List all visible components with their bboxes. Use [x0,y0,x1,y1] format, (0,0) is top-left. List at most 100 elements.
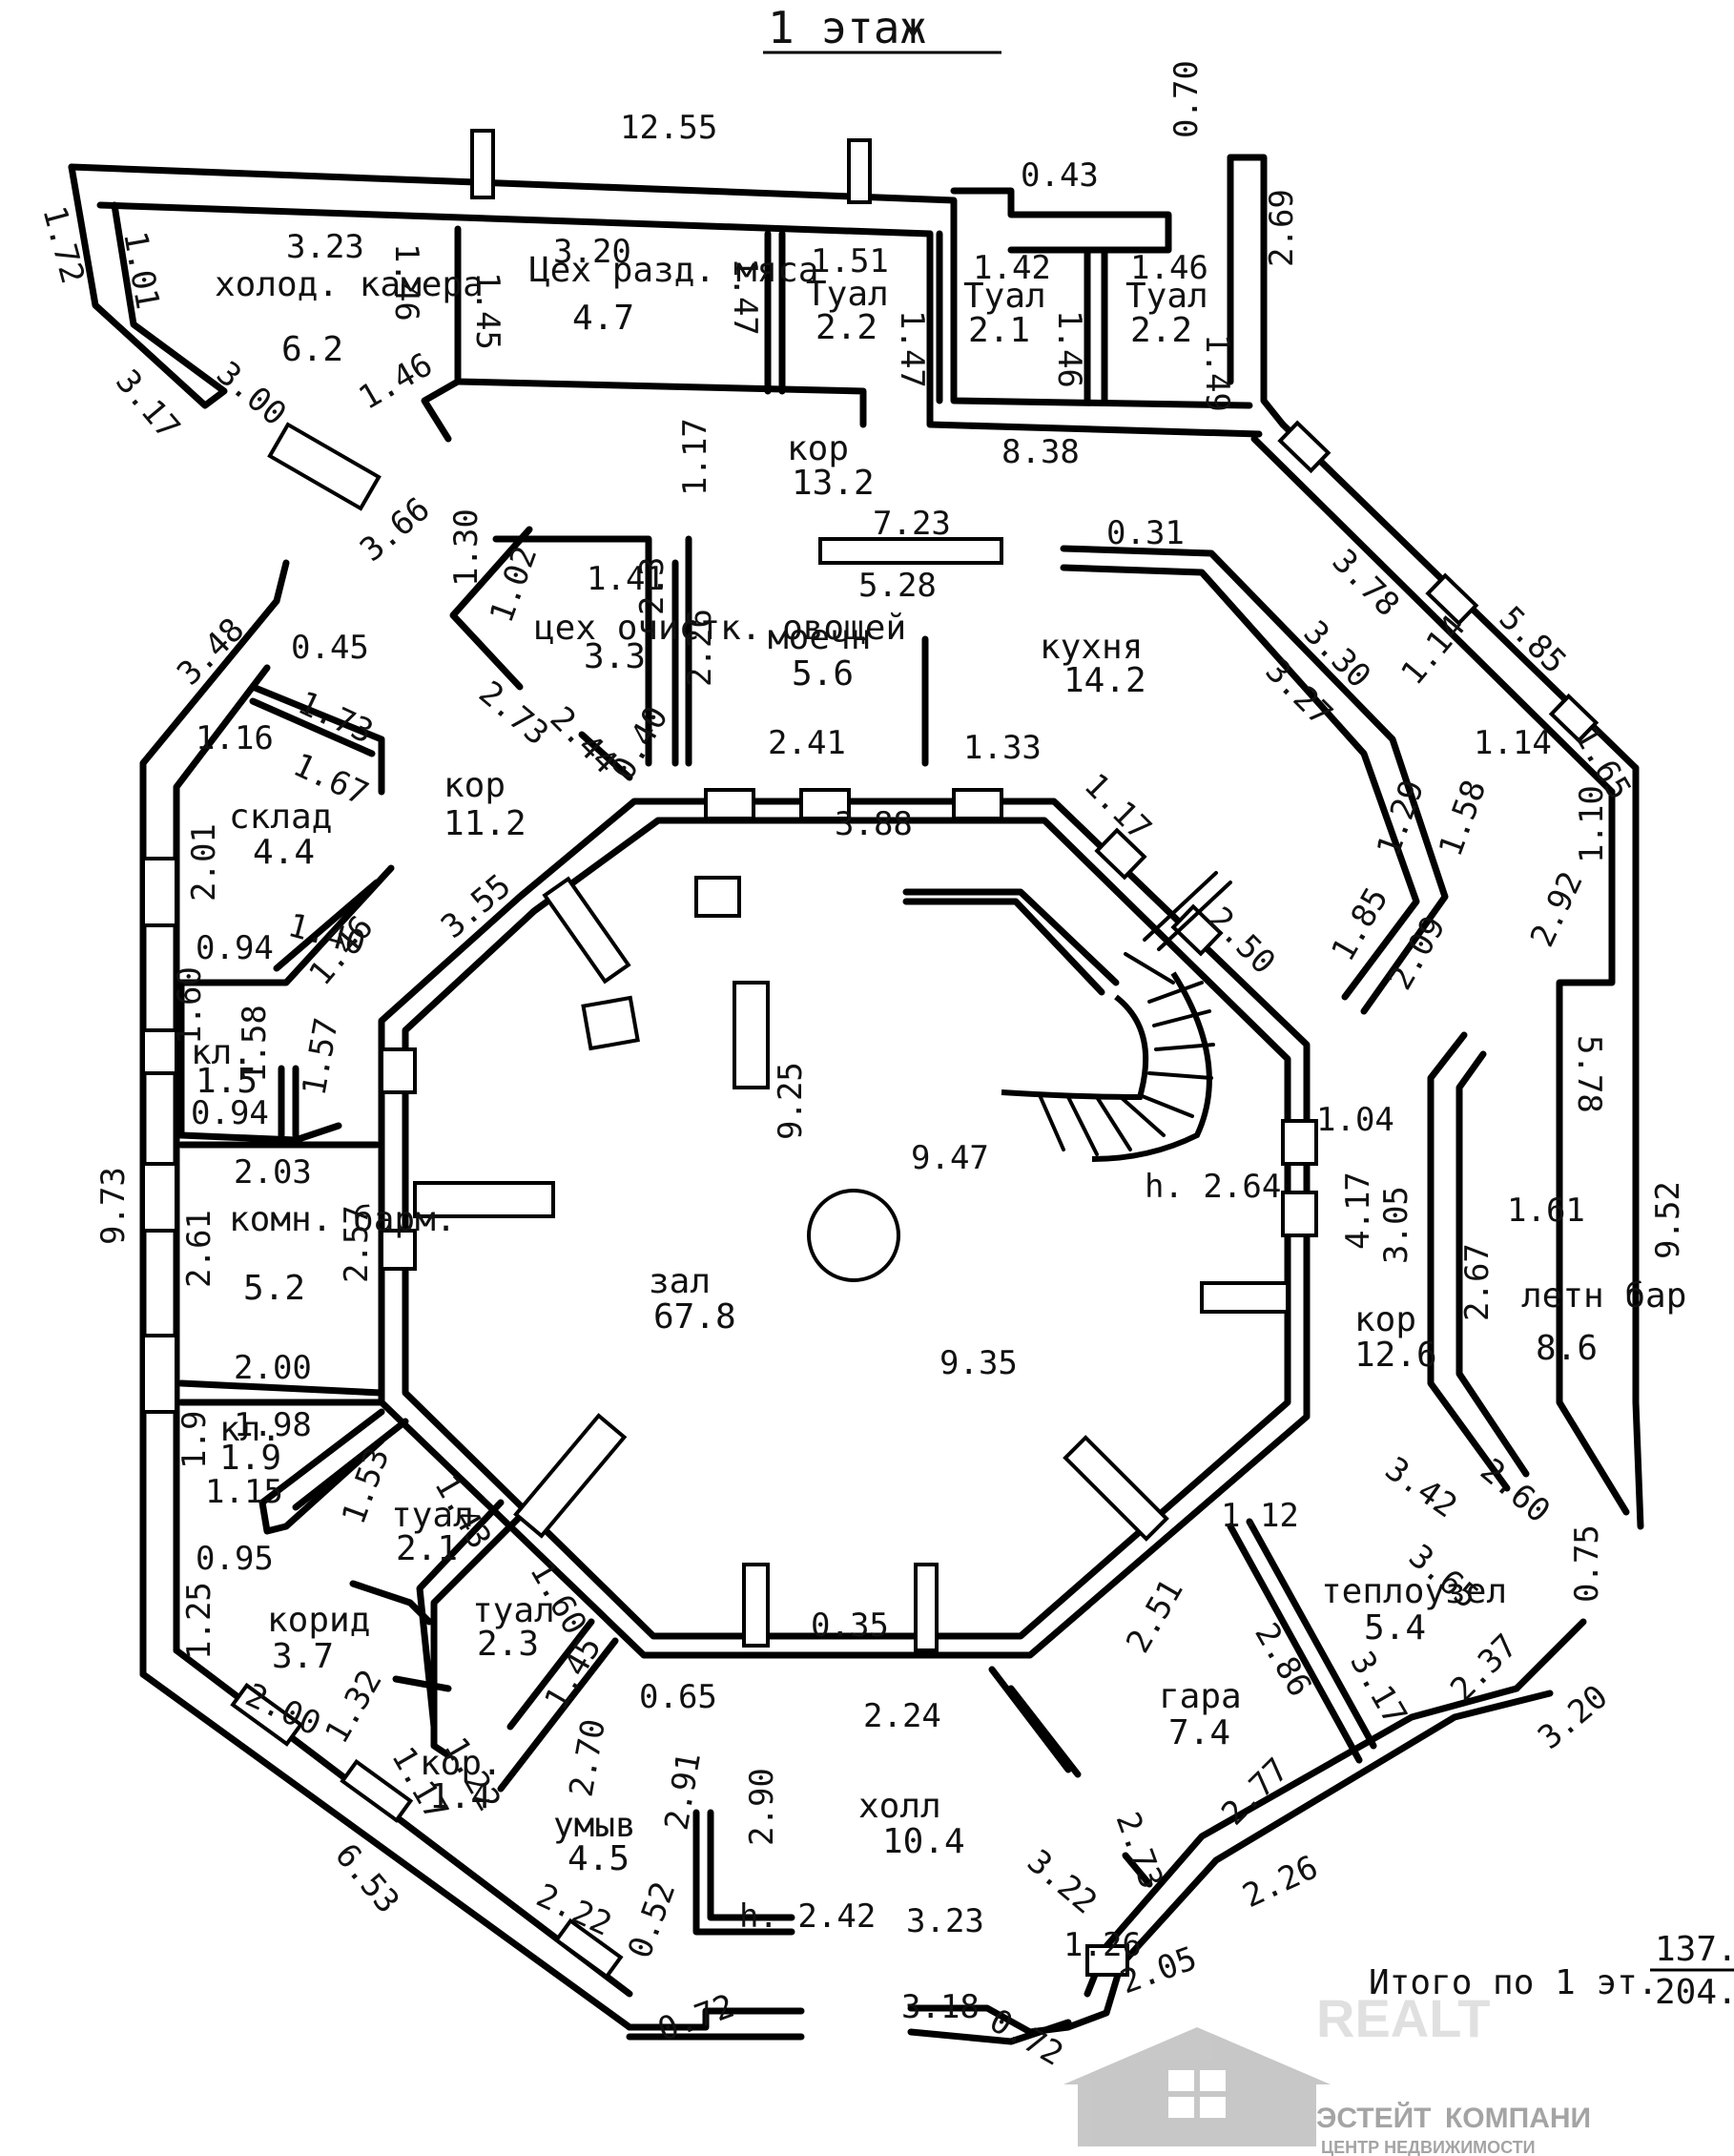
dim: 9.73 [94,1167,133,1245]
dim: 1.60 [171,966,209,1045]
dim: 1.10 [1573,785,1611,863]
total-denominator: 204. [1655,1973,1734,2012]
dim: 1.41 [587,560,665,598]
room-name-cold-chamber: холод. камера [215,265,484,304]
room-name-storage: склад [229,798,332,837]
dim: 2.03 [234,1153,312,1192]
room-area-meat-shop: 4.7 [572,299,634,338]
dim: 3.23 [906,1902,984,1940]
main-hall-walls [378,788,1318,1659]
dim: 5.28 [858,567,937,605]
room-name-corridor-1: кор [787,429,849,468]
dim: 0.70 [1167,60,1206,138]
total-numerator: 137. [1655,1930,1734,1969]
room-name-wc-4: туал [391,1496,474,1535]
dim: 9.52 [1649,1181,1687,1259]
room-name-closet-1: кл. [191,1033,253,1072]
dim: 1.25 [180,1582,218,1660]
dim: 2.69 [1263,189,1301,267]
room-name-garage: гара [1159,1677,1242,1716]
dim: 1.33 [963,729,1042,767]
dim: 5.78 [1570,1035,1608,1113]
floor-total: Итого по 1 эт. 137. 204. [1369,1930,1734,2012]
dim: 2.3 [633,557,671,615]
room-area-wc-4: 2.1 [396,1529,458,1568]
interior-walls [177,225,1530,1977]
dim: 1.12 [1221,1497,1299,1535]
total-label: Итого по 1 эт. [1369,1963,1658,2002]
dim: 1.46 [387,243,425,321]
room-area-wc-3: 2.2 [1130,311,1192,350]
room-area-heat-unit: 5.4 [1364,1608,1426,1648]
dim: 7.23 [873,505,951,543]
dim: 1.61 [1507,1192,1585,1230]
dim: 1.51 [811,242,889,280]
dim: 9.47 [911,1139,989,1177]
room-name-meat-shop: Цех разд. мяса [529,251,818,290]
dim: 2.00 [234,1349,312,1387]
room-name-hall: зал [649,1262,711,1301]
dim: 2.24 [863,1697,941,1735]
dim: 1.45 [468,272,506,350]
dim: 1.30 [447,508,485,587]
dim: 0.94 [191,1094,269,1132]
dim: 3.20 [553,233,631,271]
room-area-vegetable-shop: 3.3 [584,637,646,676]
dim: 2.61 [180,1210,218,1288]
dim: 0.45 [291,629,369,667]
dim: 1.47 [893,310,931,388]
room-area-closet-2: 1.9 [219,1439,281,1478]
room-area-hall: 67.8 [653,1297,736,1337]
dim: 0.95 [196,1540,274,1578]
room-area-corridor-2: 11.2 [444,804,526,843]
room-area-corridor-1: 13.2 [792,464,875,503]
plan-title: 1 этаж [768,2,926,53]
dim: 4.17 [1339,1171,1377,1250]
room-area-kitchen: 14.2 [1063,661,1146,700]
dim: 1.14 [1474,724,1552,762]
room-name-wc-1: Туал [806,275,889,314]
room-name-wc-2: Туал [963,277,1046,316]
dim: 1.9 [175,1411,214,1469]
outer-walls [68,129,1644,2045]
room-name-wc-5: туал [472,1591,555,1630]
room-name-washing: моечн [768,618,871,657]
dim: 1.42 [973,249,1051,287]
dim: 3.05 [1377,1186,1415,1264]
room-area-corridor-3: 12.6 [1354,1336,1437,1375]
room-name-washroom: умыв [553,1806,636,1845]
room-name-summer-bar: летн бар [1521,1276,1686,1316]
room-area-washing: 5.6 [792,654,854,694]
dim: 9.35 [939,1344,1018,1382]
dim: 2.90 [743,1768,781,1846]
room-name-corridor-5: кор. [420,1744,503,1783]
logo-brand-sub: КОМПАНИ [1445,2103,1591,2134]
dim: 1.04 [1316,1101,1394,1139]
room-name-corridor-2: кор [444,766,506,805]
dim: 8.38 [1001,433,1080,471]
room-area-bartender-room: 5.2 [243,1269,305,1308]
dim: 1.49 [1198,334,1236,412]
dim: 3.88 [835,805,913,843]
dim: 1.26 [1063,1926,1142,1964]
room-name-lobby: холл [858,1787,941,1826]
room-area-cold-chamber: 6.2 [281,330,343,369]
room-name-vegetable-shop: цех очистк. овощей [534,609,906,648]
dim: h. 2.42 [739,1897,876,1936]
room-labels: холод. камера 6.2 Цех разд. мяса 4.7 Туа… [191,251,1686,1878]
dim: 1.16 [196,719,274,757]
company-logo: ЭСТЕЙТ КОМПАНИ ЦЕНТР НЕДВИЖИМОСТИ REALT [1063,1988,1591,2156]
room-area-wc-5: 2.3 [477,1625,539,1664]
room-area-corridor-4: 3.7 [272,1637,334,1676]
room-name-corridor-3: кор [1354,1300,1416,1339]
room-area-wc-1: 2.2 [815,308,877,347]
dim: 2.57 [338,1205,376,1283]
dim: 1.17 [676,418,714,496]
room-name-heat-unit: теплоузел [1321,1572,1507,1611]
room-name-bartender-room: комн. барм. [229,1200,456,1239]
logo-brand-main: ЭСТЕЙТ [1316,2102,1431,2134]
dim: 0.65 [639,1678,717,1716]
room-area-closet-1: 1.5 [196,1062,258,1101]
room-area-summer-bar: 8.6 [1536,1329,1598,1368]
